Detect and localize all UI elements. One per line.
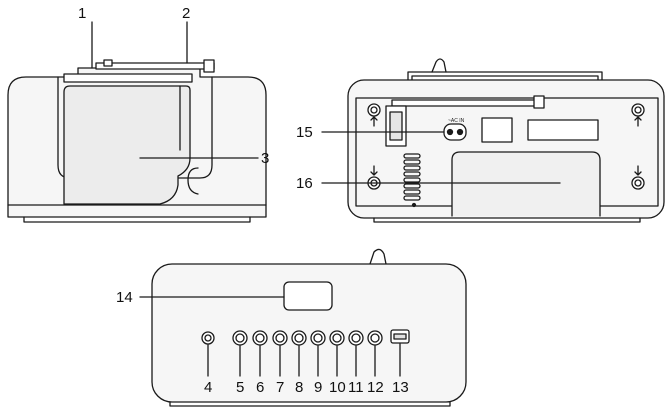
label-plate-small bbox=[482, 118, 512, 142]
side-view-feet bbox=[24, 217, 250, 222]
antenna-base bbox=[104, 60, 112, 66]
back-view bbox=[348, 59, 664, 222]
headphone-jack-icon bbox=[202, 332, 214, 344]
back-handle-clip bbox=[432, 59, 446, 72]
ac-in-label: ~AC IN bbox=[448, 118, 465, 124]
antenna-holder-slot bbox=[390, 112, 402, 140]
ac-socket-pin bbox=[458, 130, 463, 135]
callout-12: 12 bbox=[367, 380, 384, 395]
callout-1: 1 bbox=[78, 6, 86, 21]
back-antenna-tip bbox=[534, 96, 544, 108]
control-button bbox=[368, 331, 382, 345]
callout-5: 5 bbox=[236, 380, 244, 395]
screw-icon bbox=[632, 177, 644, 189]
callout-6: 6 bbox=[256, 380, 264, 395]
handle-top-bar bbox=[64, 74, 192, 82]
usb-port-slot bbox=[394, 334, 406, 339]
control-button bbox=[330, 331, 344, 345]
back-dot bbox=[413, 204, 416, 207]
control-button bbox=[292, 331, 306, 345]
callout-16: 16 bbox=[296, 176, 313, 191]
control-button bbox=[233, 331, 247, 345]
screw-icon bbox=[368, 104, 380, 116]
callout-3: 3 bbox=[261, 151, 269, 166]
callout-10: 10 bbox=[329, 380, 346, 395]
callout-9: 9 bbox=[314, 380, 322, 395]
battery-door bbox=[452, 152, 600, 216]
control-button bbox=[273, 331, 287, 345]
callout-11: 11 bbox=[348, 380, 364, 395]
control-button bbox=[253, 331, 267, 345]
top-handle-clip bbox=[370, 249, 386, 264]
side-panel-door bbox=[64, 86, 190, 204]
display-window bbox=[284, 282, 332, 310]
screw-icon bbox=[632, 104, 644, 116]
callout-14: 14 bbox=[116, 290, 133, 305]
callout-13: 13 bbox=[392, 380, 409, 395]
callout-8: 8 bbox=[295, 380, 303, 395]
top-view bbox=[152, 249, 466, 406]
antenna-rod bbox=[96, 63, 214, 69]
antenna-tip bbox=[204, 60, 214, 72]
label-plate-large bbox=[528, 120, 598, 140]
callout-7: 7 bbox=[276, 380, 284, 395]
control-button bbox=[349, 331, 363, 345]
control-button bbox=[311, 331, 325, 345]
side-view bbox=[8, 60, 266, 222]
callout-15: 15 bbox=[296, 125, 313, 140]
ac-socket-pin bbox=[448, 130, 453, 135]
back-antenna bbox=[392, 100, 542, 106]
callout-2: 2 bbox=[182, 6, 190, 21]
callout-4: 4 bbox=[204, 380, 212, 395]
